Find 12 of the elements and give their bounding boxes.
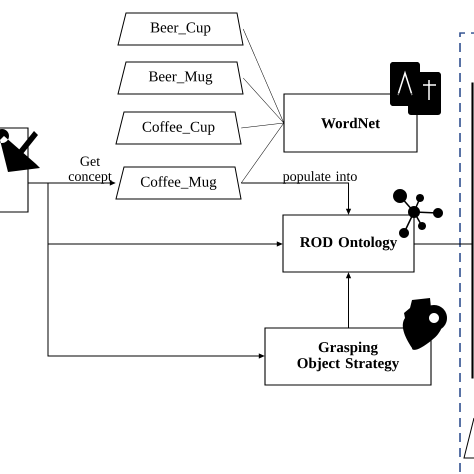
process-box: Grasping Object Strategy — [264, 327, 432, 386]
dashed-container — [459, 32, 474, 474]
connector-line — [242, 28, 284, 124]
edge-label: populate into — [282, 171, 357, 184]
process-box — [0, 127, 29, 213]
process-box — [471, 82, 474, 379]
connector-line — [242, 78, 284, 124]
process-box: WordNet — [283, 93, 418, 153]
process-box: ROD Ontology — [282, 214, 415, 273]
edge-label: Get concept — [68, 156, 112, 184]
connector-line — [240, 122, 284, 184]
connector-line — [240, 122, 284, 128]
